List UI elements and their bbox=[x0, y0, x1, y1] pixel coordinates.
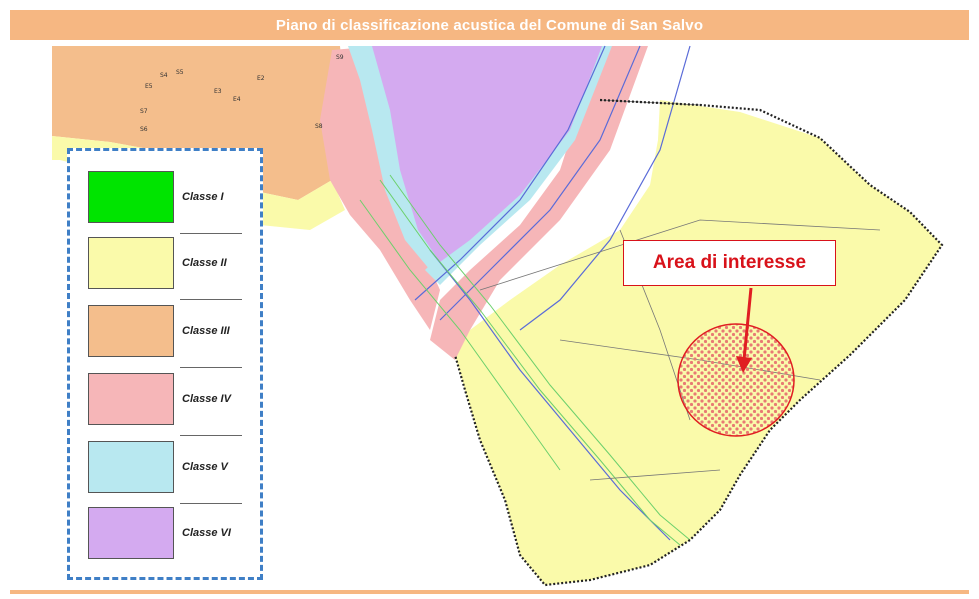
zone-classe-vi bbox=[372, 46, 602, 262]
legend-separator bbox=[180, 435, 242, 436]
footer-rule bbox=[10, 590, 969, 594]
legend-separator bbox=[180, 299, 242, 300]
legend-item-classe-iv: Classe IV bbox=[88, 373, 258, 425]
legend-item-classe-vi: Classe VI bbox=[88, 507, 258, 559]
zone-classe-iv-corridor bbox=[430, 46, 648, 360]
zone-label: E2 bbox=[257, 75, 265, 82]
zone-label: S7 bbox=[140, 108, 148, 115]
legend-swatch bbox=[88, 237, 174, 289]
legend-item-classe-iii: Classe III bbox=[88, 305, 258, 357]
zone-label: S5 bbox=[176, 69, 184, 76]
area-of-interest-callout: Area di interesse bbox=[623, 240, 836, 286]
callout-label: Area di interesse bbox=[652, 252, 807, 273]
legend-label: Classe II bbox=[182, 257, 227, 269]
callout-arrow-line bbox=[742, 287, 753, 361]
page-title: Piano di classificazione acustica del Co… bbox=[275, 16, 704, 34]
legend-item-classe-v: Classe V bbox=[88, 441, 258, 493]
zone-classe-iii bbox=[52, 46, 345, 200]
municipal-boundary bbox=[453, 98, 944, 587]
acoustic-map: E2 E3 E4 E5 S4 S5 S6 S7 S8 S9 bbox=[52, 45, 944, 587]
zone-codes: E2 E3 E4 E5 S4 S5 S6 S7 S8 S9 bbox=[140, 54, 344, 133]
zone-classe-iv-town bbox=[320, 46, 440, 330]
legend-label: Classe I bbox=[182, 191, 224, 203]
zone-label: E4 bbox=[233, 96, 241, 103]
road-network bbox=[414, 45, 691, 541]
legend-item-classe-ii: Classe II bbox=[88, 237, 258, 289]
callout-arrow-head bbox=[736, 356, 752, 373]
legend-label: Classe III bbox=[182, 325, 230, 337]
legend-swatch bbox=[88, 373, 174, 425]
zone-label: E5 bbox=[145, 83, 153, 90]
zone-label: S8 bbox=[315, 123, 323, 130]
legend-label: Classe V bbox=[182, 461, 228, 473]
legend-separator bbox=[180, 233, 242, 234]
legend-separator bbox=[180, 503, 242, 504]
title-bar: Piano di classificazione acustica del Co… bbox=[10, 10, 969, 40]
legend-swatch bbox=[88, 171, 174, 223]
legend-swatch bbox=[88, 441, 174, 493]
zone-label: E3 bbox=[214, 88, 222, 95]
legend-item-classe-i: Classe I bbox=[88, 171, 258, 223]
legend-label: Classe VI bbox=[182, 527, 231, 539]
legend-label: Classe IV bbox=[182, 393, 231, 405]
zone-label: S6 bbox=[140, 126, 148, 133]
zone-label: S4 bbox=[160, 72, 168, 79]
legend: Classe I Classe II Classe III Classe IV … bbox=[67, 148, 263, 580]
zone-label: S9 bbox=[336, 54, 344, 61]
area-of-interest-circle bbox=[677, 323, 795, 437]
legend-swatch bbox=[88, 305, 174, 357]
legend-swatch bbox=[88, 507, 174, 559]
green-lines bbox=[359, 174, 691, 546]
legend-separator bbox=[180, 367, 242, 368]
